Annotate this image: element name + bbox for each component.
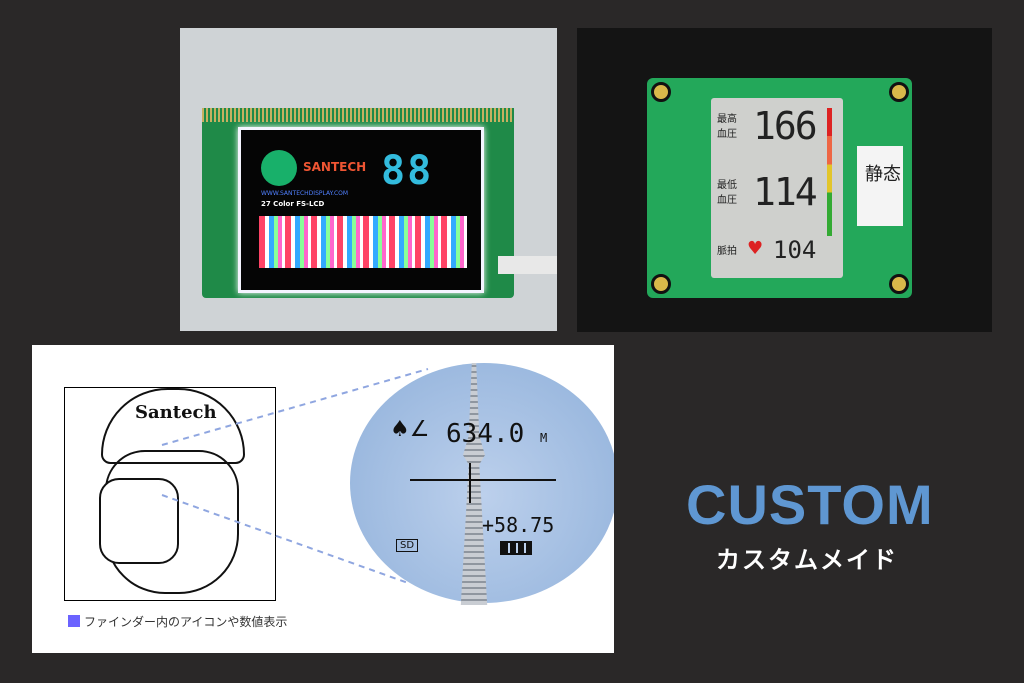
level-scale (827, 108, 832, 236)
mount-hole-icon (651, 82, 671, 102)
systolic-value: 166 (753, 104, 818, 148)
segment-lcd-photo: 最高 血圧 166 最低 血圧 114 脈拍 ♥ 104 静态 (577, 28, 992, 332)
segment-screen: 最高 血圧 166 最低 血圧 114 脈拍 ♥ 104 (711, 98, 843, 278)
mount-hole-icon (651, 274, 671, 294)
tree-slope-icon: ♠∠ (390, 417, 430, 442)
rangefinder-device (99, 478, 179, 564)
diastolic-label: 最低 血圧 (717, 180, 737, 206)
systolic-label: 最高 血圧 (717, 114, 737, 140)
pulse-value: 104 (773, 236, 817, 264)
crosshair-vertical (469, 463, 471, 503)
rangefinder-illustration: Santech ♠∠ 634.0 M +58.75 SD ファインダー内のアイコ… (32, 345, 614, 653)
color-bars (259, 216, 467, 268)
mount-hole-icon (889, 82, 909, 102)
heart-icon: ♥ (747, 238, 764, 259)
note-text: 静态 (865, 164, 901, 185)
brand-url: WWW.SANTECHDISPLAY.COM (261, 190, 349, 197)
pulse-label: 脈拍 (717, 246, 737, 257)
pcb-connector (202, 108, 514, 122)
distance-value: 634.0 (446, 419, 525, 449)
brand-text: SANTECH (303, 160, 367, 174)
crosshair-horizontal (410, 479, 556, 481)
person-illustration: Santech (64, 387, 276, 601)
diastolic-value: 114 (753, 170, 818, 214)
sight-lines (161, 368, 429, 584)
handwritten-note: 静态 (857, 146, 903, 226)
mount-hole-icon (889, 274, 909, 294)
figure-caption: ファインダー内のアイコンや数値表示 (68, 613, 287, 630)
segment-digits: 88 (381, 148, 434, 194)
height-readout: +58.75 (482, 513, 555, 537)
cable (498, 256, 557, 274)
sd-card-icon: SD (396, 539, 419, 552)
headline-subtitle: カスタムメイド (716, 546, 898, 574)
caption-text: ファインダー内のアイコンや数値表示 (84, 615, 288, 629)
caption-marker-icon (68, 615, 80, 627)
tft-lcd-photo: SANTECH 88 WWW.SANTECHDISPLAY.COM 27 Col… (180, 28, 557, 331)
screen-subtitle: 27 Color FS-LCD (261, 200, 325, 208)
headline: CUSTOM (686, 473, 934, 536)
battery-icon (500, 541, 532, 555)
distance-unit: M (539, 431, 548, 445)
distance-readout: 634.0 M (446, 419, 547, 449)
santech-logo-icon (261, 150, 297, 186)
cap-text: Santech (135, 402, 217, 423)
tft-screen: SANTECH 88 WWW.SANTECHDISPLAY.COM 27 Col… (238, 127, 484, 293)
